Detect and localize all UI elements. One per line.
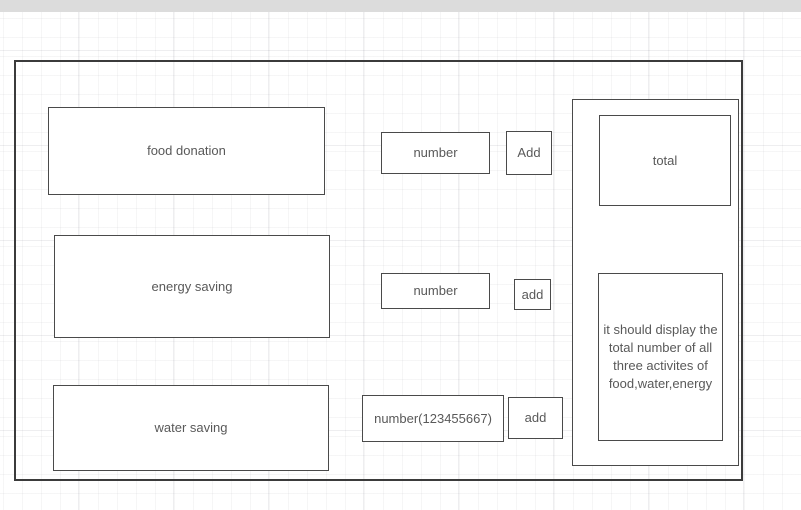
number-input-food-label: number xyxy=(413,145,458,160)
total-box[interactable]: total xyxy=(599,115,731,206)
add-button-water[interactable]: add xyxy=(508,397,563,439)
number-input-energy[interactable]: number xyxy=(381,273,490,309)
top-chrome-bar xyxy=(0,0,801,12)
activity-label-energy-saving: energy saving xyxy=(151,278,233,294)
activity-box-water-saving[interactable]: water saving xyxy=(53,385,329,471)
number-input-food[interactable]: number xyxy=(381,132,490,174)
add-button-food[interactable]: Add xyxy=(506,131,552,175)
activity-box-food-donation[interactable]: food donation xyxy=(48,107,325,195)
total-note-text: it should display the total number of al… xyxy=(603,322,718,391)
total-box-label: total xyxy=(652,152,678,168)
app-frame-shape[interactable]: food donation number Add energy saving n… xyxy=(14,60,743,481)
number-input-water[interactable]: number(123455667) xyxy=(362,395,504,442)
activity-box-energy-saving[interactable]: energy saving xyxy=(54,235,330,338)
number-input-energy-label: number xyxy=(413,283,458,298)
add-button-energy-label: add xyxy=(521,286,544,302)
add-button-water-label: add xyxy=(524,410,547,425)
add-button-energy[interactable]: add xyxy=(514,279,551,310)
activity-label-water-saving: water saving xyxy=(154,420,228,435)
activity-label-food-donation: food donation xyxy=(147,143,226,158)
number-input-water-label: number(123455667) xyxy=(374,410,492,426)
total-panel[interactable]: total it should display the total number… xyxy=(572,99,739,466)
total-note-box[interactable]: it should display the total number of al… xyxy=(598,273,723,441)
add-button-food-label: Add xyxy=(517,145,541,160)
